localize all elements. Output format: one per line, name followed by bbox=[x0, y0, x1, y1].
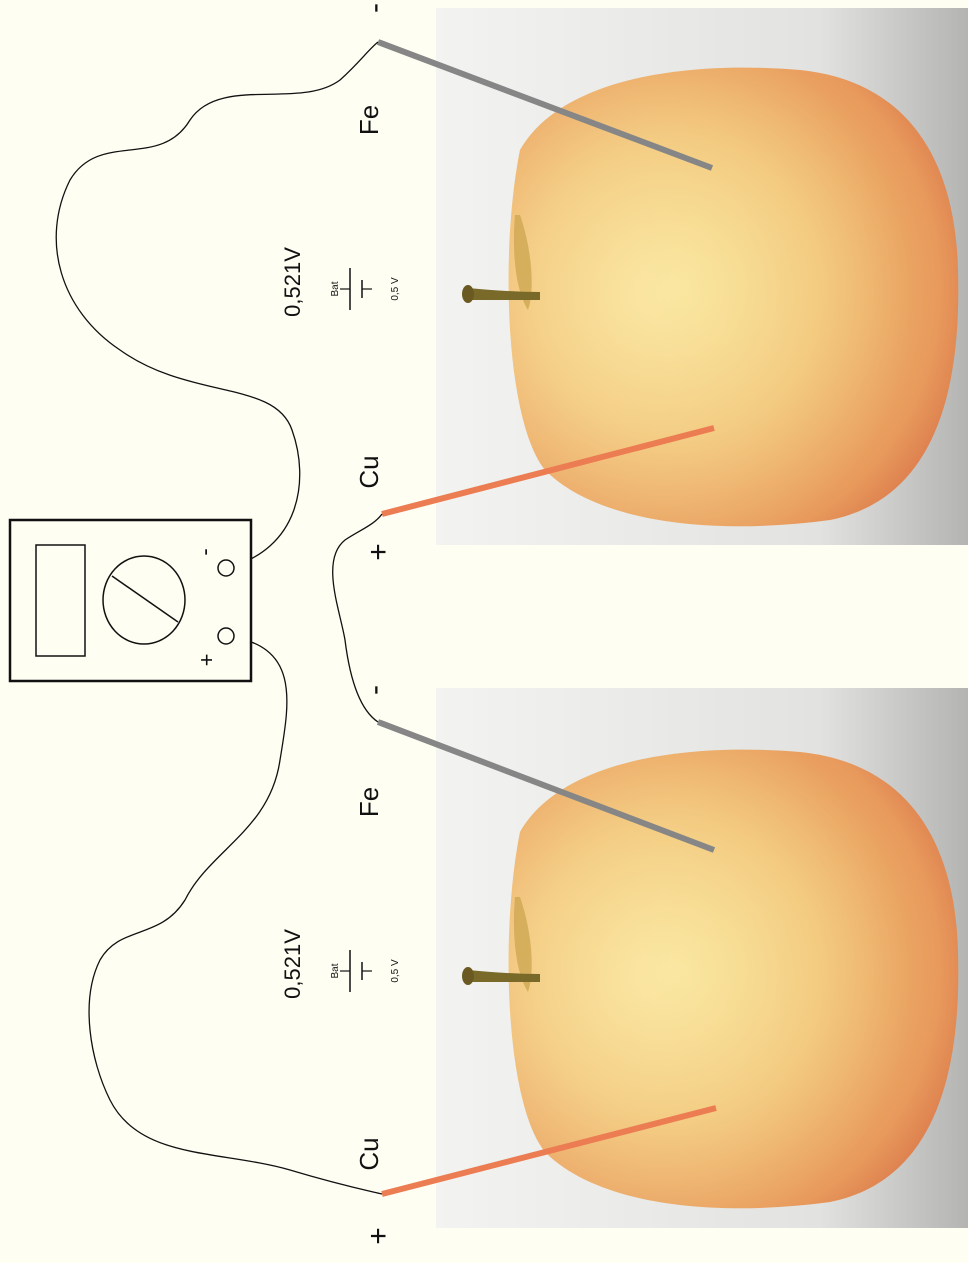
copper-label: Cu bbox=[354, 1137, 384, 1170]
battery-name-label: Bat bbox=[330, 963, 341, 978]
copper-electrode-bottom bbox=[381, 1105, 717, 1197]
iron-label: Fe bbox=[354, 787, 384, 817]
voltmeter-icon bbox=[102, 555, 186, 645]
voltmeter-plus-label: + bbox=[194, 654, 219, 667]
wire-top-cu-to-bottom-fe bbox=[332, 513, 383, 723]
apple-photo-bottom bbox=[436, 688, 968, 1228]
battery-symbol bbox=[340, 950, 372, 992]
voltmeter: - + bbox=[8, 518, 253, 683]
battery-symbol bbox=[340, 268, 372, 310]
iron-label: Fe bbox=[354, 105, 384, 135]
wire-meter-plus-to-bottom-cu bbox=[88, 635, 383, 1195]
copper-label: Cu bbox=[354, 455, 384, 488]
voltmeter-plus-terminal[interactable] bbox=[217, 627, 235, 645]
voltmeter-minus-label: - bbox=[192, 548, 217, 555]
voltage-reading: 0,521V bbox=[280, 247, 305, 317]
cell-top: - Fe 0,521V Bat 0,5 V Cu + bbox=[280, 3, 401, 561]
cell-bottom: - Fe 0,521V Bat 0,5 V Cu + bbox=[280, 685, 401, 1245]
wire-meter-minus-to-top-fe bbox=[55, 41, 379, 569]
battery-name-label: Bat bbox=[330, 281, 341, 296]
negative-terminal-label: - bbox=[358, 685, 391, 695]
voltmeter-display bbox=[35, 544, 86, 657]
negative-terminal-label: - bbox=[358, 3, 391, 13]
voltmeter-body bbox=[8, 518, 253, 683]
battery-value-label: 0,5 V bbox=[390, 277, 401, 301]
positive-terminal-label: + bbox=[362, 1227, 395, 1245]
voltmeter-minus-terminal[interactable] bbox=[217, 559, 235, 577]
iron-electrode-top bbox=[376, 39, 714, 171]
voltage-reading: 0,521V bbox=[280, 929, 305, 999]
positive-terminal-label: + bbox=[362, 543, 395, 561]
copper-electrode-top bbox=[381, 425, 715, 517]
battery-value-label: 0,5 V bbox=[390, 959, 401, 983]
iron-electrode-bottom bbox=[376, 719, 716, 853]
apple-photo-top bbox=[436, 8, 968, 545]
